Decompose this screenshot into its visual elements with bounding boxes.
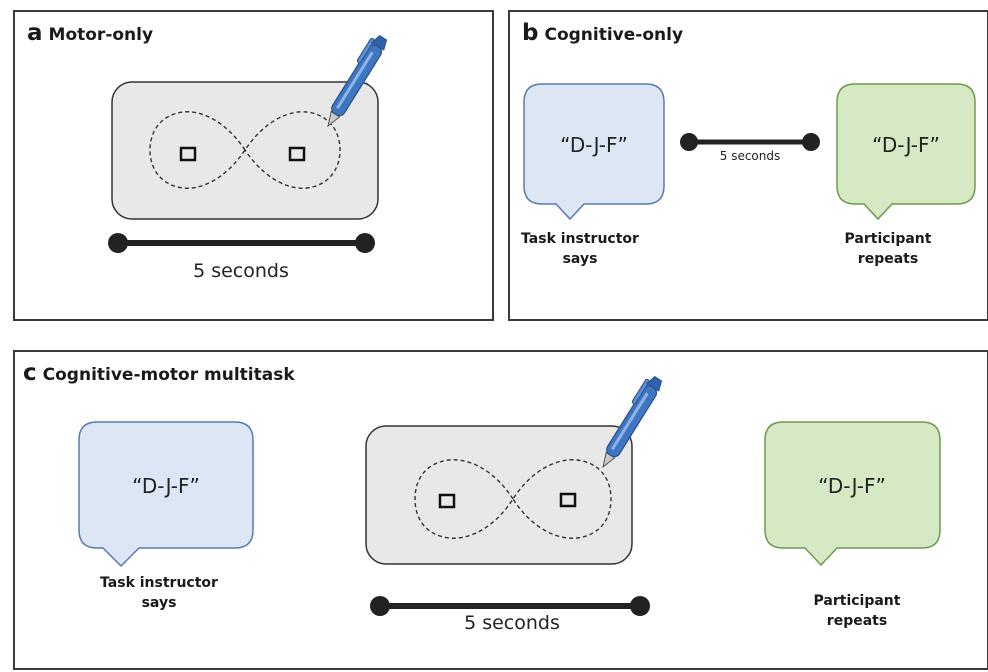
panel-b-instructor-caption: Task instructor says bbox=[500, 229, 660, 269]
panel-b-title-text: Cognitive-only bbox=[544, 25, 684, 45]
caption-line: says bbox=[562, 251, 598, 267]
panel-c-instructor-bubble-text: “D-J-F” bbox=[132, 474, 200, 498]
panel-c-letter: c bbox=[23, 360, 37, 386]
timeline-icon bbox=[370, 596, 650, 616]
panel-b-letter: b bbox=[522, 20, 539, 46]
panel-c-diagram: “D-J-F” “D-J-F” bbox=[78, 376, 941, 616]
panel-c-instructor-caption: Task instructor says bbox=[79, 573, 239, 613]
panel-c-participant-caption: Participant repeats bbox=[777, 591, 937, 631]
caption-line: says bbox=[141, 595, 177, 611]
panel-a-diagram bbox=[108, 35, 388, 253]
panel-b-diagram: “D-J-F” “D-J-F” bbox=[523, 83, 976, 221]
caption-line: Participant bbox=[844, 231, 932, 247]
caption-line: Task instructor bbox=[521, 231, 639, 247]
pen-icon bbox=[602, 376, 663, 469]
timeline-icon bbox=[680, 133, 820, 151]
panel-b-instructor-bubble-text: “D-J-F” bbox=[560, 133, 628, 157]
panel-a-title-text: Motor-only bbox=[48, 25, 154, 45]
panel-b-timeline-label: 5 seconds bbox=[719, 149, 781, 163]
panel-b-participant-bubble-text: “D-J-F” bbox=[872, 133, 940, 157]
speech-bubble-icon: “D-J-F” bbox=[764, 421, 941, 567]
speech-bubble-icon: “D-J-F” bbox=[78, 421, 254, 568]
panel-b-participant-caption: Participant repeats bbox=[808, 229, 968, 269]
speech-bubble-icon: “D-J-F” bbox=[836, 83, 976, 221]
pen-icon bbox=[327, 35, 388, 128]
caption-line: repeats bbox=[826, 613, 888, 629]
panel-a-timeline-label: 5 seconds bbox=[193, 260, 289, 282]
panel-c-participant-bubble-text: “D-J-F” bbox=[818, 474, 886, 498]
timeline-icon bbox=[108, 233, 375, 253]
caption-line: Participant bbox=[813, 593, 901, 609]
panel-c-title-text: Cognitive-motor multitask bbox=[42, 365, 295, 385]
panel-c-timeline-label: 5 seconds bbox=[464, 612, 560, 634]
figure-eight-path-icon bbox=[149, 111, 341, 189]
tablet-icon bbox=[365, 425, 633, 565]
caption-line: Task instructor bbox=[100, 575, 218, 591]
speech-bubble-icon: “D-J-F” bbox=[523, 83, 665, 221]
caption-line: repeats bbox=[857, 251, 919, 267]
figure-eight-path-icon bbox=[414, 459, 612, 539]
panel-a-letter: a bbox=[27, 20, 43, 46]
